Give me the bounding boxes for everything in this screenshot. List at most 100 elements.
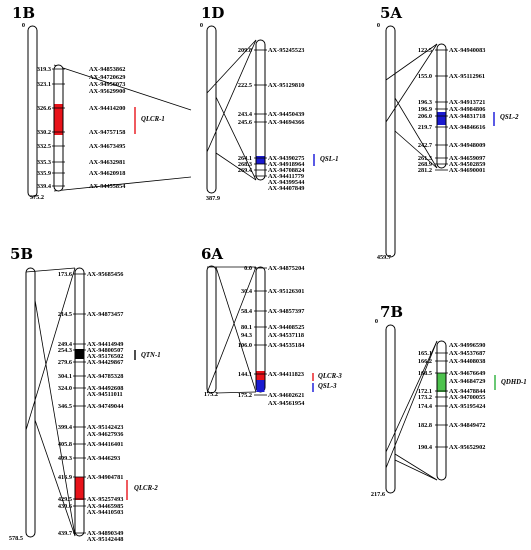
marker-name: AX-94873457 xyxy=(87,311,123,318)
map-connector-line xyxy=(25,267,76,273)
marker-position: 269.4 xyxy=(238,167,253,174)
chromosome-bar xyxy=(27,25,38,198)
marker-position: 172.1 xyxy=(418,388,432,395)
marker-name: AX-94904781 xyxy=(87,474,123,481)
marker-position: 279.6 xyxy=(58,359,72,366)
marker-name: AX-94620918 xyxy=(89,170,125,177)
marker-name: AX-94720629 xyxy=(89,74,125,81)
marker-name: AX-94492608 xyxy=(87,385,123,392)
marker-position: 196.9 xyxy=(418,106,432,113)
marker-name: AX-94399544 xyxy=(268,179,305,186)
qtl-region-fill xyxy=(437,112,446,125)
chromosome-title: 5B xyxy=(10,245,33,263)
marker-name: AX-94694366 xyxy=(268,119,304,126)
chromosome-top-value: 0 xyxy=(200,22,203,29)
marker-name: AX-95176502 xyxy=(87,353,123,360)
map-connector-line xyxy=(206,39,257,153)
marker-name: AX-94857397 xyxy=(268,308,304,315)
marker-name: AX-95195424 xyxy=(449,403,486,410)
qtl-label: QLCR-2 xyxy=(134,485,158,492)
marker-position: 339.4 xyxy=(37,183,52,190)
marker-name: AX-94502859 xyxy=(449,161,485,168)
marker-name: AX-95142423 xyxy=(87,424,123,431)
marker-position: 409.3 xyxy=(58,455,72,462)
map-connector-line xyxy=(215,152,257,181)
marker-position: 209.8 xyxy=(238,47,252,54)
marker-name: AX-95629900 xyxy=(89,88,125,95)
chromosome-title: 7B xyxy=(380,303,403,321)
marker-position: 222.5 xyxy=(238,82,252,89)
qtl-label: QSL-2 xyxy=(500,114,519,121)
chromosome-title: 1B xyxy=(12,4,35,22)
marker-position: 144.1 xyxy=(238,371,252,378)
marker-name: AX-94602621 xyxy=(268,392,304,399)
map-connector-line xyxy=(394,97,438,169)
marker-position: 182.8 xyxy=(418,422,432,429)
marker-name: AX-94411779 xyxy=(268,173,304,180)
marker-position: 242.7 xyxy=(418,142,432,149)
marker-position: 58.4 xyxy=(241,308,253,315)
marker-name: AX-94450439 xyxy=(268,111,304,118)
marker-name: AX-94414200 xyxy=(89,105,125,112)
marker-name: AX-94632981 xyxy=(89,159,125,166)
marker-name: AX-94416401 xyxy=(87,441,123,448)
marker-name: AX-94407849 xyxy=(268,185,304,192)
map-connector-line xyxy=(53,64,192,111)
marker-position: 429.5 xyxy=(58,496,72,503)
chromosome-length-value: 217.6 xyxy=(371,491,385,498)
marker-position: 122.5 xyxy=(418,47,432,54)
qtl-region-fill xyxy=(256,371,265,380)
chromosome-bar xyxy=(206,25,217,194)
marker-position: 168.5 xyxy=(418,370,432,377)
marker-position: 245.6 xyxy=(238,119,252,126)
marker-name: AX-95112961 xyxy=(449,73,485,80)
marker-name: AX-94408525 xyxy=(268,324,304,331)
marker-name: AX-94390275 xyxy=(268,155,304,162)
chromosome-top-value: 0 xyxy=(377,22,380,29)
marker-position: 332.5 xyxy=(37,143,51,150)
marker-position: 155.0 xyxy=(418,73,432,80)
qtl-region-fill xyxy=(256,156,265,164)
qtl-label: QLCR-3 xyxy=(318,373,342,380)
marker-position: 30.4 xyxy=(241,288,253,295)
marker-name: AX-94410503 xyxy=(87,509,123,516)
marker-position: 268.3 xyxy=(238,161,252,168)
chromosome-bar xyxy=(385,324,396,494)
marker-name: AX-94478844 xyxy=(449,388,486,395)
marker-position: 196.3 xyxy=(418,99,432,106)
map-connector-line xyxy=(215,266,257,393)
marker-name: AX-94956073 xyxy=(89,81,125,88)
marker-name: AX-94708824 xyxy=(268,167,305,174)
marker-position: 243.4 xyxy=(238,111,253,118)
marker-name: AX-95685456 xyxy=(87,271,123,278)
marker-position: 405.8 xyxy=(58,441,72,448)
marker-name: AX-94890349 xyxy=(87,530,123,537)
marker-position: 219.7 xyxy=(418,124,432,131)
chromosome-length-value: 578.5 xyxy=(9,535,23,542)
chromosome-bar xyxy=(25,267,36,538)
chromosome-bar xyxy=(206,265,217,394)
marker-name: AX-94948009 xyxy=(449,142,485,149)
marker-position: 0.0 xyxy=(244,265,252,272)
marker-position: 326.6 xyxy=(37,105,51,112)
marker-position: 249.4 xyxy=(58,341,73,348)
qtl-region-fill xyxy=(54,104,63,135)
marker-name: AX-94535184 xyxy=(268,342,305,349)
marker-position: 268.9 xyxy=(418,161,432,168)
marker-name: AX-94684729 xyxy=(449,378,485,385)
map-connector-line xyxy=(215,391,257,394)
qtl-region-fill xyxy=(75,349,84,359)
chromosome-top-value: 0 xyxy=(22,22,25,29)
marker-position: 304.1 xyxy=(58,373,72,380)
qtl-label: QSL-3 xyxy=(318,383,337,390)
marker-name: AX-94673495 xyxy=(89,143,125,150)
marker-position: 346.5 xyxy=(58,403,72,410)
chromosome-length-value: 375.2 xyxy=(30,194,44,201)
marker-name: AX-94465985 xyxy=(87,503,123,510)
qtl-region-fill xyxy=(75,477,84,500)
map-connector-line xyxy=(385,340,438,469)
marker-position: 261.3 xyxy=(418,155,432,162)
marker-position: 173.2 xyxy=(418,394,432,401)
marker-position: 190.4 xyxy=(418,444,433,451)
